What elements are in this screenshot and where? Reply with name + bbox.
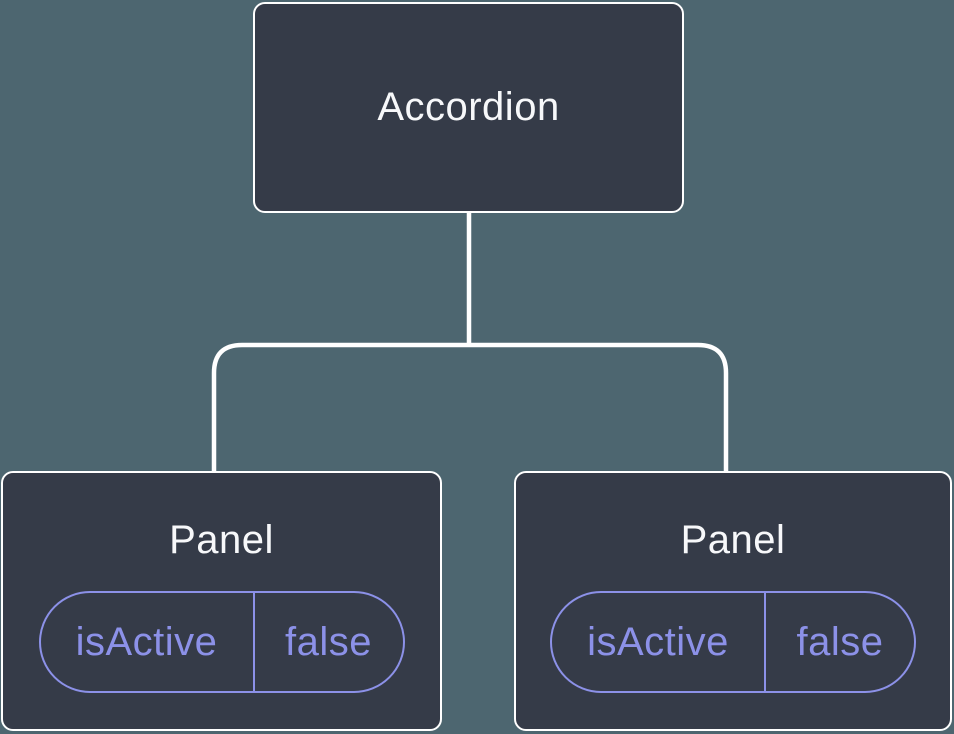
component-node-panel-right: Panel isActive false — [514, 471, 952, 731]
connector-branch — [211, 342, 729, 472]
component-label: Panel — [169, 518, 274, 562]
state-pill: isActive false — [550, 591, 916, 693]
component-label: Panel — [680, 518, 786, 562]
state-key: isActive — [41, 593, 255, 691]
component-node-panel-left: Panel isActive false — [1, 471, 442, 731]
state-key: isActive — [552, 593, 766, 691]
state-value: false — [285, 619, 372, 664]
component-label: Accordion — [377, 85, 560, 129]
component-node-accordion: Accordion — [253, 2, 684, 213]
state-pill: isActive false — [38, 591, 405, 693]
state-value: false — [796, 619, 884, 664]
